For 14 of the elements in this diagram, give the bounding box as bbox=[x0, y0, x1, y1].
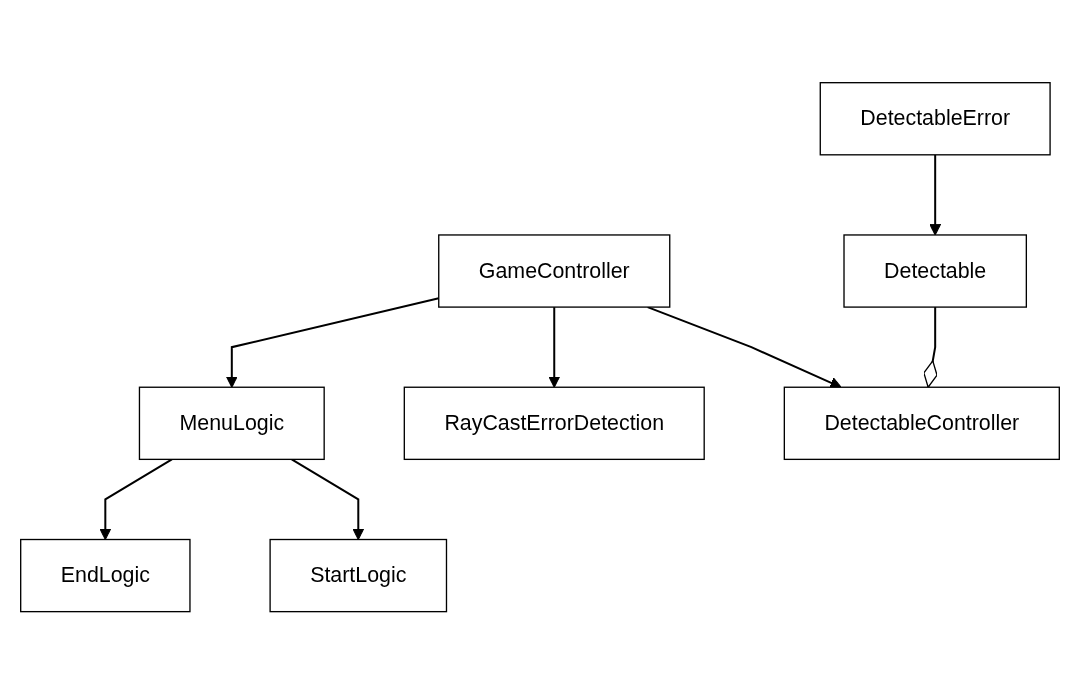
node-box: MenuLogic bbox=[138, 386, 325, 460]
node-box: RayCastErrorDetection bbox=[403, 386, 705, 460]
connector bbox=[922, 305, 938, 389]
node-box: Detectable bbox=[842, 234, 1027, 308]
node-box: GameController bbox=[437, 234, 670, 308]
arrow bbox=[928, 153, 941, 236]
node-box: EndLogic bbox=[19, 538, 191, 613]
node-box: DetectableController bbox=[783, 386, 1060, 460]
node-box: DetectableError bbox=[819, 81, 1051, 156]
arrow bbox=[290, 458, 364, 540]
arrow bbox=[547, 305, 560, 388]
arrow bbox=[98, 458, 173, 540]
node-box: StartLogic bbox=[268, 538, 447, 613]
arrow bbox=[646, 305, 842, 389]
